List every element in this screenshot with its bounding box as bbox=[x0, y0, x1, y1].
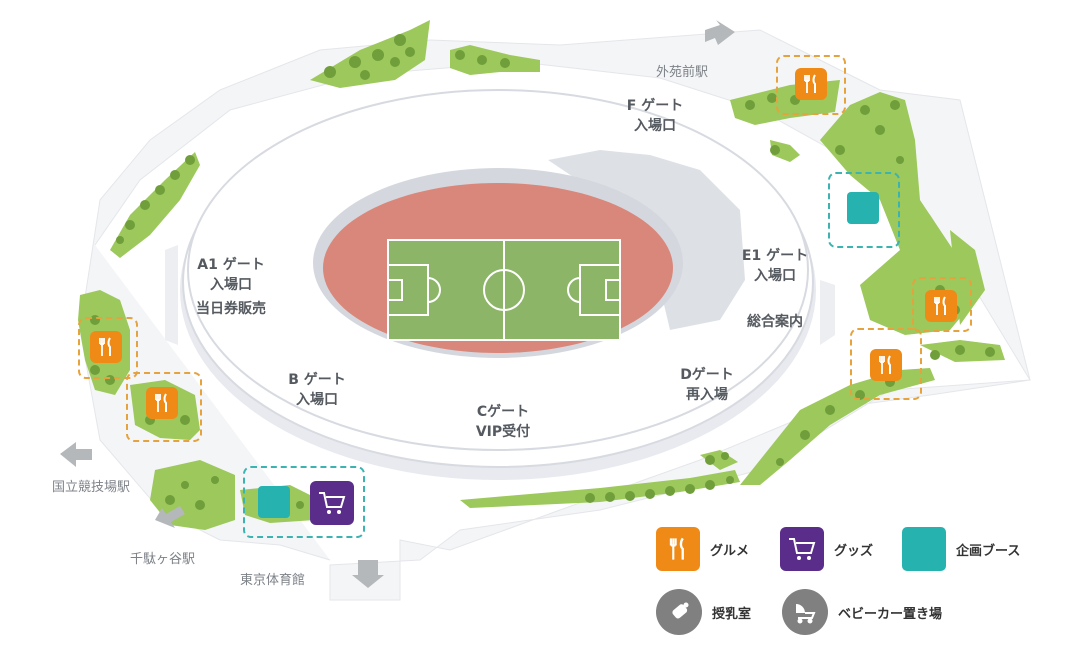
gourmet-zone bbox=[776, 55, 846, 115]
legend-goods-label: グッズ bbox=[834, 543, 874, 559]
gourmet-zone bbox=[850, 328, 922, 400]
station-gaienmae: 外苑前駅 bbox=[656, 65, 709, 80]
fork-knife-icon[interactable] bbox=[146, 387, 178, 419]
fork-knife-icon bbox=[656, 527, 700, 571]
shopping-cart-icon bbox=[780, 527, 824, 571]
teal-square-icon bbox=[902, 527, 946, 571]
tree-dots bbox=[90, 34, 995, 510]
legend-booth-label: 企画ブース bbox=[956, 543, 1021, 559]
legend-stroller-label: ベビーカー置き場 bbox=[838, 606, 943, 622]
stroller-icon bbox=[782, 589, 828, 635]
gate-b-label: B ゲート入場口 bbox=[288, 372, 346, 408]
gourmet-zone bbox=[126, 372, 202, 442]
teal-square-icon[interactable] bbox=[847, 192, 879, 224]
station-kokuritsu: 国立競技場駅 bbox=[52, 480, 131, 495]
shopping-cart-icon[interactable] bbox=[310, 481, 354, 525]
fork-knife-icon[interactable] bbox=[90, 331, 122, 363]
legend-gourmet-label: グルメ bbox=[710, 543, 750, 559]
legend-stroller: ベビーカー置き場 bbox=[782, 589, 942, 635]
stadium bbox=[165, 89, 835, 480]
info-desk-label: 総合案内 bbox=[747, 314, 803, 330]
legend-goods: グッズ bbox=[780, 527, 873, 571]
legend-booth: 企画ブース bbox=[902, 527, 1020, 571]
gate-e1-label: E1 ゲート入場口 bbox=[741, 248, 809, 284]
fork-knife-icon[interactable] bbox=[925, 290, 957, 322]
fork-knife-icon[interactable] bbox=[795, 68, 827, 100]
gate-d-label: Dゲート再入場 bbox=[680, 367, 734, 403]
booth-zone bbox=[828, 172, 900, 248]
gate-a1-label: A1 ゲート入場口当日券販売 bbox=[196, 257, 266, 317]
tokyo-gymnasium-label: 東京体育館 bbox=[240, 573, 306, 588]
station-arrows bbox=[60, 20, 735, 588]
gourmet-zone bbox=[912, 277, 972, 332]
station-sendagaya: 千駄ヶ谷駅 bbox=[130, 552, 196, 567]
legend-nursing-label: 授乳室 bbox=[712, 606, 752, 622]
legend-gourmet: グルメ bbox=[656, 527, 749, 571]
booth-goods-zone bbox=[243, 466, 365, 538]
teal-square-icon[interactable] bbox=[258, 486, 290, 518]
fork-knife-icon[interactable] bbox=[870, 349, 902, 381]
plaza-area bbox=[79, 29, 1031, 601]
gourmet-zone bbox=[78, 317, 138, 379]
gate-f-label: F ゲート入場口 bbox=[626, 98, 684, 134]
baby-bottle-icon bbox=[656, 589, 702, 635]
legend-nursing: 授乳室 bbox=[656, 589, 751, 635]
